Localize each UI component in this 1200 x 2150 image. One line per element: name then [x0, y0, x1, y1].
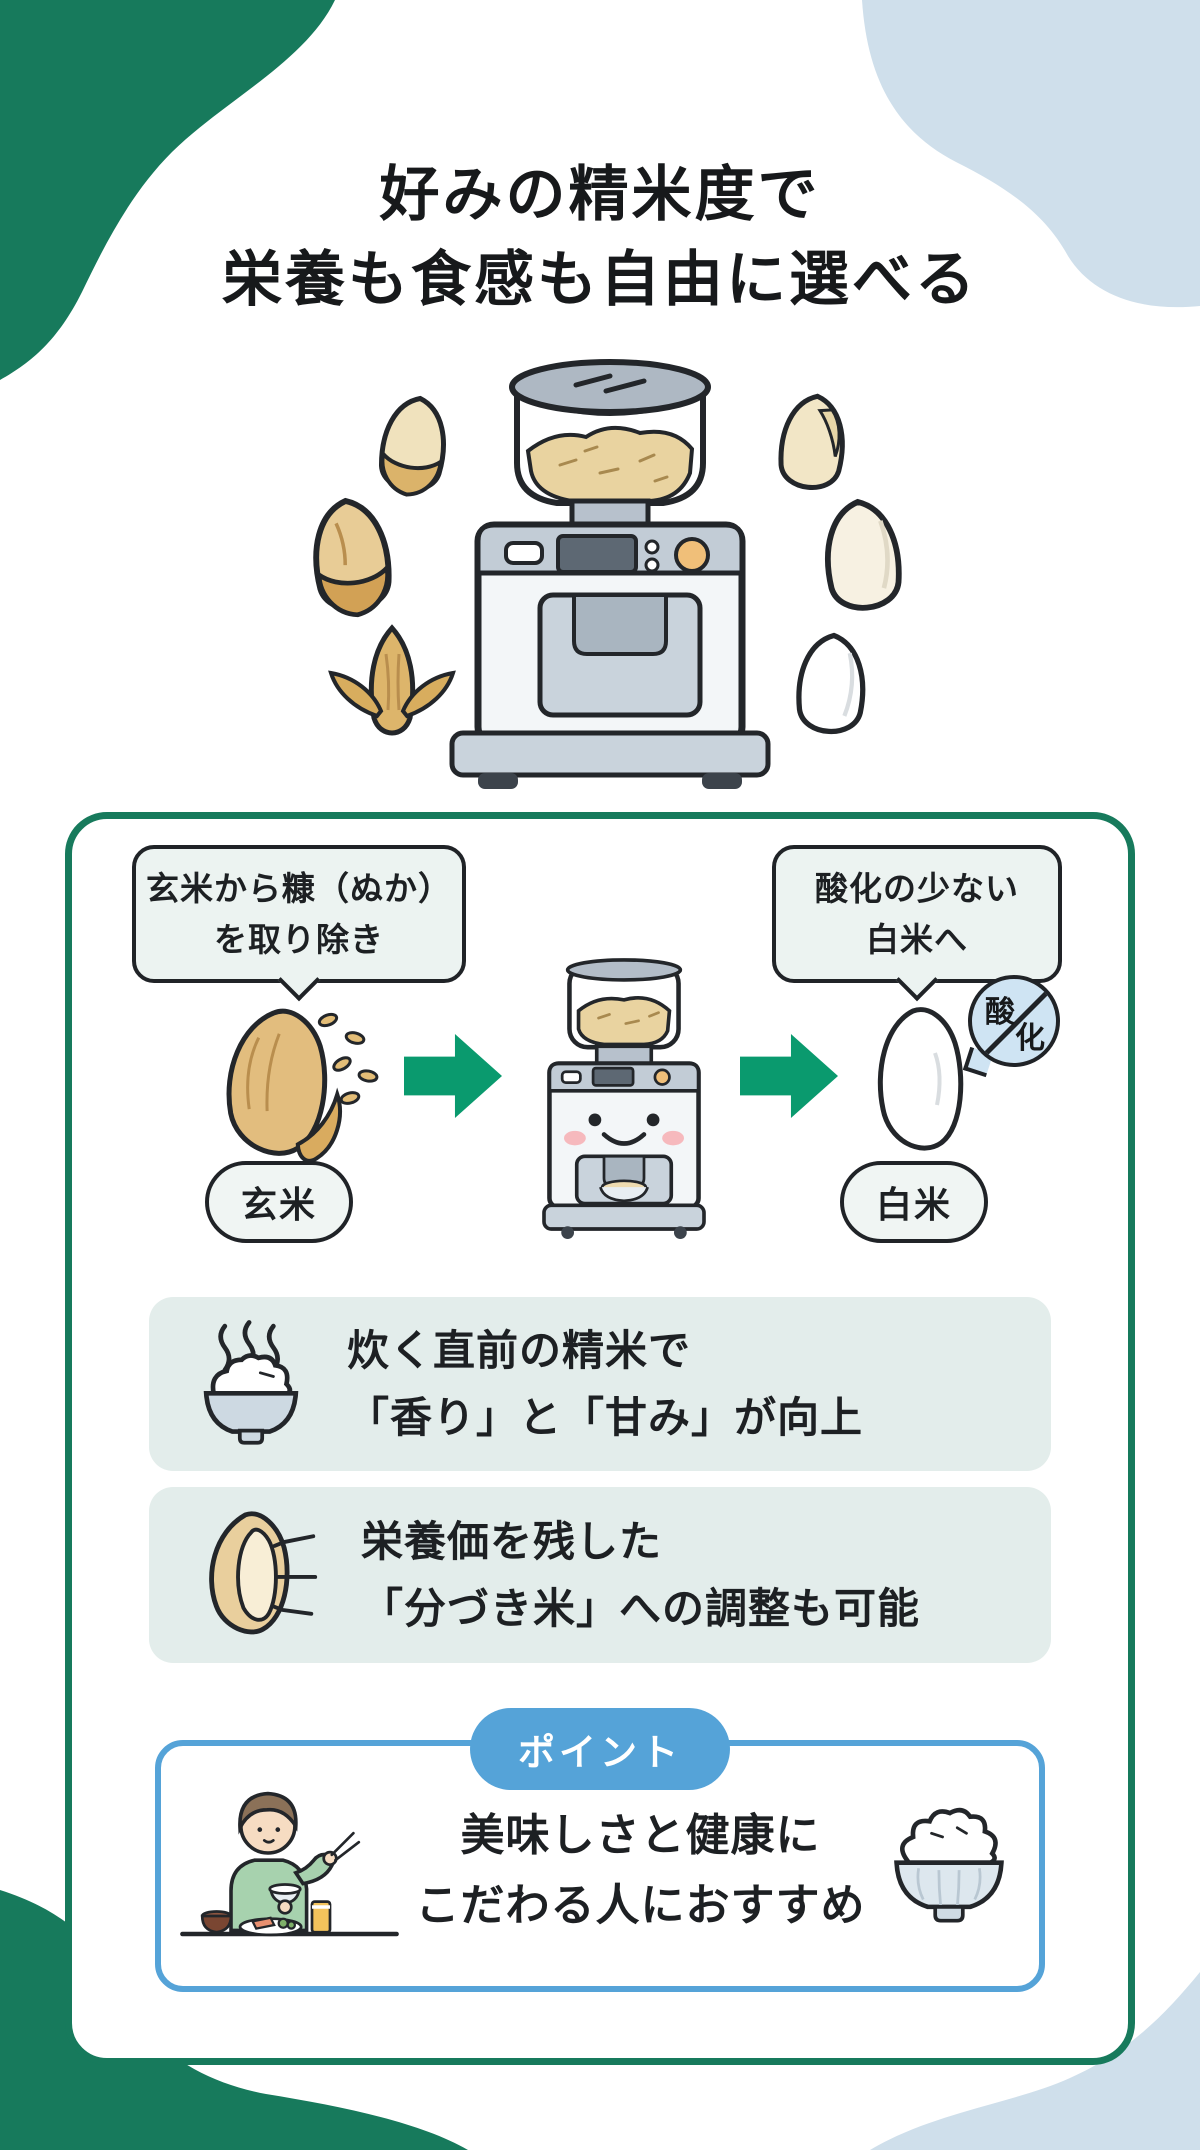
badge-char-oxid: 酸 — [985, 996, 1015, 1029]
white-rice-grain-stage — [796, 632, 866, 735]
person-eating-meal-illustration — [179, 1791, 399, 1937]
steaming-rice-bowl-icon — [203, 1320, 299, 1445]
rice-mill-machine — [449, 359, 771, 789]
bubble-remove-bran: 玄米から糠（ぬか） を取り除き — [132, 845, 466, 984]
label-brown-rice-text: 玄米 — [241, 1184, 318, 1225]
point-badge: ポイント — [470, 1708, 730, 1790]
brown-rice-grain-stage2 — [313, 497, 392, 618]
info2-line2: 「分づき米」への調整も可能 — [361, 1585, 921, 1632]
smiling-rice-mill-machine — [542, 958, 706, 1239]
info2-line1: 栄養価を残した — [361, 1517, 663, 1565]
page-title-line1: 好みの精米度で — [379, 161, 821, 229]
hero-rice-mill-illustration — [313, 359, 902, 789]
rice-grain-cross-section-icon — [209, 1511, 318, 1635]
badge-char-ize: 化 — [1015, 1022, 1045, 1055]
blob-top-right — [862, 0, 1200, 308]
label-white-rice-text: 白米 — [876, 1184, 953, 1225]
label-brown-rice: 玄米 — [205, 1161, 354, 1243]
point-line2: こだわる人におすすめ — [415, 1881, 866, 1930]
white-rice-grain — [877, 1007, 964, 1151]
point-line1: 美味しさと健康に — [460, 1810, 821, 1860]
rice-husk — [328, 624, 456, 736]
page-title: 好みの精米度で 栄養も食感も自由に選べる — [0, 152, 1200, 322]
info-box-partial-milling: 栄養価を残した 「分づき米」への調整も可能 — [149, 1487, 1051, 1663]
label-white-rice: 白米 — [840, 1161, 989, 1243]
main-panel: 玄米から糠（ぬか） を取り除き 酸化の少ない 白米へ — [65, 812, 1135, 2065]
point-text: 美味しさと健康に こだわる人におすすめ — [416, 1801, 866, 1942]
blob-bottom-right — [870, 1972, 1200, 2150]
cream-rice-grain — [778, 393, 845, 490]
page-title-line2: 栄養も食感も自由に選べる — [222, 246, 978, 314]
arrow-right-icon — [404, 1034, 502, 1118]
bubble-remove-bran-line1: 玄米から糠（ぬか） — [146, 870, 452, 907]
bubble-less-oxidation-line1: 酸化の少ない — [815, 870, 1019, 907]
badge-circle: 酸 化 — [968, 975, 1060, 1067]
info1-line2: 「香り」と「甘み」が向上 — [347, 1394, 864, 1442]
point-box: ポイント — [155, 1708, 1045, 1992]
bowl-of-white-rice-illustration — [893, 1807, 1004, 1923]
no-oxidation-badge: 酸 化 — [962, 975, 1060, 1078]
info-box-partial-milling-text: 栄養価を残した 「分づき米」への調整も可能 — [361, 1508, 920, 1642]
info1-line1: 炊く直前の精米で — [347, 1327, 692, 1374]
brown-rice-grain-stage1 — [378, 395, 446, 497]
bubble-less-oxidation-line2: 白米へ — [866, 921, 968, 959]
info-box-fresh-milling: 炊く直前の精米で 「香り」と「甘み」が向上 — [149, 1297, 1051, 1472]
milling-flow-diagram: 玄米から糠（ぬか） を取り除き 酸化の少ない 白米へ — [72, 819, 1128, 1274]
info-box-fresh-milling-text: 炊く直前の精米で 「香り」と「甘み」が向上 — [347, 1317, 863, 1451]
bubble-remove-bran-line2: を取り除き — [214, 921, 384, 959]
blob-top-left — [0, 0, 335, 380]
light-rice-grain — [825, 498, 902, 611]
blob-bottom-left — [0, 1890, 468, 2150]
brown-rice-grain-with-bran-particles — [226, 1008, 379, 1163]
arrow-right-icon — [740, 1034, 838, 1118]
point-content: 美味しさと健康に こだわる人におすすめ — [161, 1746, 1039, 1986]
bubble-less-oxidation: 酸化の少ない 白米へ — [772, 845, 1062, 984]
